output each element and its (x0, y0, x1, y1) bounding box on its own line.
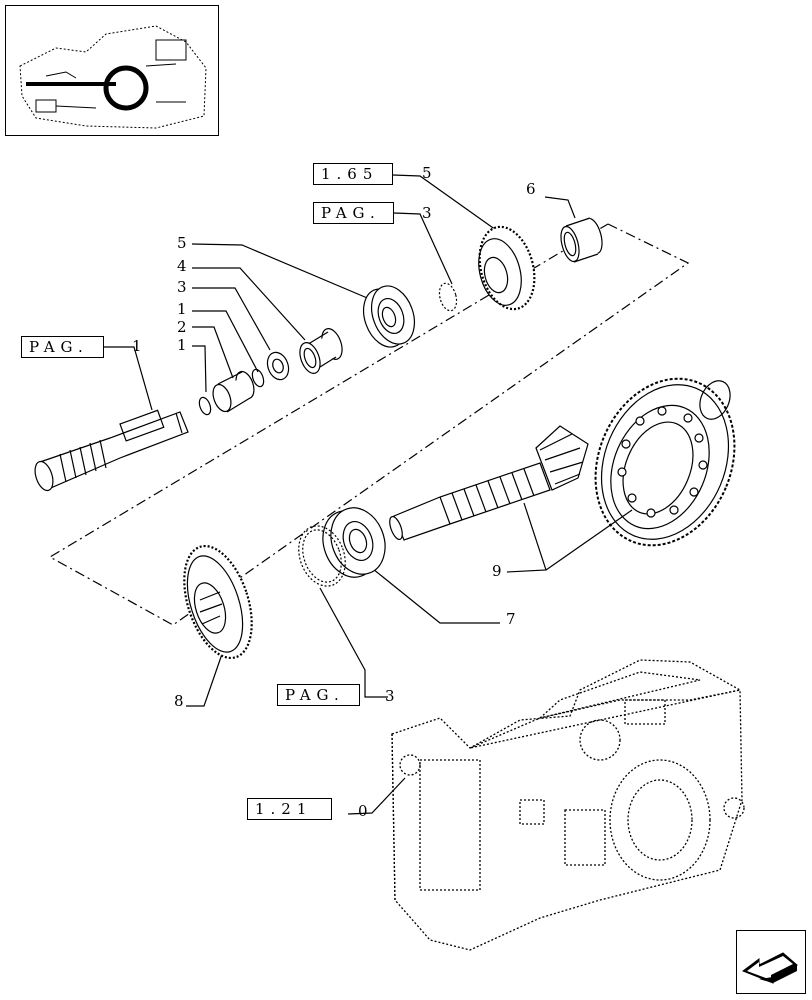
reference-1-21[interactable]: 1.21 (247, 798, 332, 820)
callout-1a: 1 (177, 300, 187, 318)
spacer-4 (299, 328, 343, 374)
washer-3 (266, 351, 290, 381)
sleeve-2 (212, 370, 255, 413)
ring-1a (251, 368, 265, 388)
next-page-button[interactable] (736, 930, 806, 994)
callout-8: 8 (174, 692, 184, 710)
callout-pag-bottom-item: 3 (385, 687, 395, 705)
assembly-dashed-outline (48, 223, 690, 626)
location-thumbnail (5, 5, 219, 136)
ring-1b (198, 396, 212, 416)
tractor-thumbnail-icon (19, 25, 207, 129)
reference-pag-bottom[interactable]: PAG. (277, 684, 360, 706)
reference-pag-top[interactable]: PAG. (313, 202, 394, 224)
callout-1-21-item: 0 (358, 802, 368, 820)
bearing-5 (362, 285, 416, 348)
callout-1b: 1 (177, 336, 187, 354)
gear-5-upper (478, 225, 536, 311)
reference-pag-left[interactable]: PAG. (21, 336, 104, 358)
gear-8 (183, 544, 253, 660)
next-page-arrow-icon (741, 952, 798, 984)
reference-1-65[interactable]: 1.65 (313, 163, 393, 185)
bushing-6 (560, 217, 603, 263)
callout-1-65-item: 5 (422, 164, 432, 182)
pinion-shaft-9 (389, 425, 589, 541)
input-shaft (34, 409, 189, 492)
transmission-housing (391, 659, 745, 951)
callout-2: 2 (177, 318, 187, 336)
callout-3: 3 (177, 278, 187, 296)
snap-ring-upper (438, 282, 458, 312)
callout-9: 9 (492, 562, 502, 580)
ring-gear-9 (594, 377, 736, 547)
callout-6: 6 (526, 180, 536, 198)
bearing-7 (322, 507, 386, 578)
callout-pag-left-item: 1 (132, 337, 142, 355)
callout-pag-top-item: 3 (422, 204, 432, 222)
callout-4: 4 (177, 257, 187, 275)
callout-5: 5 (177, 234, 187, 252)
snap-ring-lower (298, 525, 346, 587)
callout-7: 7 (506, 610, 516, 628)
